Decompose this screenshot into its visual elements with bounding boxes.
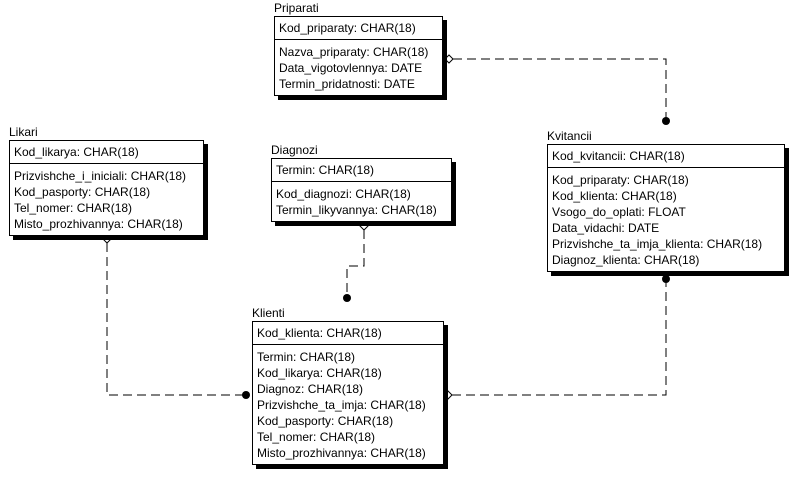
relationship-line-diagnozi-klienti	[346, 230, 365, 298]
primary-key-section: Kod_priparaty: CHAR(18)	[275, 17, 442, 40]
pk-attribute: Kod_likarya: CHAR(18)	[14, 145, 139, 159]
attribute: Diagnoz: CHAR(18)	[257, 382, 364, 396]
attribute-section: Kod_priparaty: CHAR(18) Kod_klienta: CHA…	[548, 168, 784, 271]
primary-key-section: Kod_kvitancii: CHAR(18)	[548, 145, 784, 168]
pk-attribute: Kod_kvitancii: CHAR(18)	[552, 149, 685, 163]
attribute-section: Nazva_priparaty: CHAR(18) Data_vigotovle…	[275, 40, 442, 95]
attribute: Kod_diagnozi: CHAR(18)	[276, 187, 411, 201]
attribute: Kod_klienta: CHAR(18)	[552, 189, 677, 203]
attribute: Diagnoz_klienta: CHAR(18)	[552, 253, 700, 267]
entity-box: Kod_klienta: CHAR(18) Termin: CHAR(18) K…	[252, 321, 444, 465]
attribute: Termin_pridatnosti: DATE	[279, 77, 415, 91]
attribute-section: Termin: CHAR(18) Kod_likarya: CHAR(18) D…	[253, 345, 443, 464]
entity-title: Priparati	[274, 1, 319, 15]
attribute: Tel_nomer: CHAR(18)	[257, 430, 376, 444]
attribute: Nazva_priparaty: CHAR(18)	[279, 45, 429, 59]
attribute: Prizvishche_ta_imja: CHAR(18)	[257, 398, 426, 412]
entity-title: Klienti	[252, 306, 285, 320]
relationship-line-klienti-kvitancii	[452, 280, 667, 396]
entity-box: Kod_kvitancii: CHAR(18) Kod_priparaty: C…	[547, 144, 785, 272]
attribute: Termin_likyvannya: CHAR(18)	[276, 203, 437, 217]
attribute-section: Prizvishche_i_iniciali: CHAR(18) Kod_pas…	[10, 164, 203, 235]
attribute: Prizvishche_i_iniciali: CHAR(18)	[14, 169, 187, 183]
pk-attribute: Kod_klienta: CHAR(18)	[257, 326, 382, 340]
entity-box: Kod_likarya: CHAR(18) Prizvishche_i_inic…	[9, 140, 204, 236]
relationship-dot-klienti-top	[343, 294, 351, 302]
relationship-dot-kvitancii-top	[662, 117, 670, 125]
attribute: Termin: CHAR(18)	[257, 350, 356, 364]
primary-key-section: Kod_likarya: CHAR(18)	[10, 141, 203, 164]
attribute: Data_vidachi: DATE	[552, 221, 660, 235]
relationship-dot-kvitancii-bottom	[662, 275, 670, 283]
relationship-line-likari-klienti	[106, 243, 246, 396]
attribute: Kod_pasporty: CHAR(18)	[257, 414, 394, 428]
attribute-section: Kod_diagnozi: CHAR(18) Termin_likyvannya…	[272, 182, 451, 221]
primary-key-section: Termin: CHAR(18)	[272, 159, 451, 182]
relationship-diamond-diagnozi	[359, 221, 369, 231]
attribute: Tel_nomer: CHAR(18)	[14, 201, 133, 215]
primary-key-section: Kod_klienta: CHAR(18)	[253, 322, 443, 345]
relationship-line-priparati-kvitancii	[453, 58, 667, 121]
attribute: Data_vigotovlennya: DATE	[279, 61, 423, 75]
entity-title: Kvitancii	[547, 129, 592, 143]
attribute: Kod_likarya: CHAR(18)	[257, 366, 382, 380]
relationship-diamond-likari	[102, 234, 112, 244]
entity-title: Likari	[9, 125, 38, 139]
attribute: Kod_priparaty: CHAR(18)	[552, 173, 689, 187]
relationship-diamond-priparati	[444, 54, 454, 64]
relationship-diamond-klienti	[443, 390, 453, 400]
entity-box: Termin: CHAR(18) Kod_diagnozi: CHAR(18) …	[271, 158, 452, 222]
attribute: Misto_prozhivannya: CHAR(18)	[257, 446, 426, 460]
pk-attribute: Kod_priparaty: CHAR(18)	[279, 21, 416, 35]
entity-box: Kod_priparaty: CHAR(18) Nazva_priparaty:…	[274, 16, 443, 96]
attribute: Prizvishche_ta_imja_klienta: CHAR(18)	[552, 237, 763, 251]
entity-title: Diagnozi	[271, 143, 318, 157]
attribute: Misto_prozhivannya: CHAR(18)	[14, 217, 183, 231]
attribute: Kod_pasporty: CHAR(18)	[14, 185, 151, 199]
relationship-dot-klienti-left	[242, 391, 250, 399]
attribute: Vsogo_do_oplati: FLOAT	[552, 205, 686, 219]
pk-attribute: Termin: CHAR(18)	[276, 163, 375, 177]
